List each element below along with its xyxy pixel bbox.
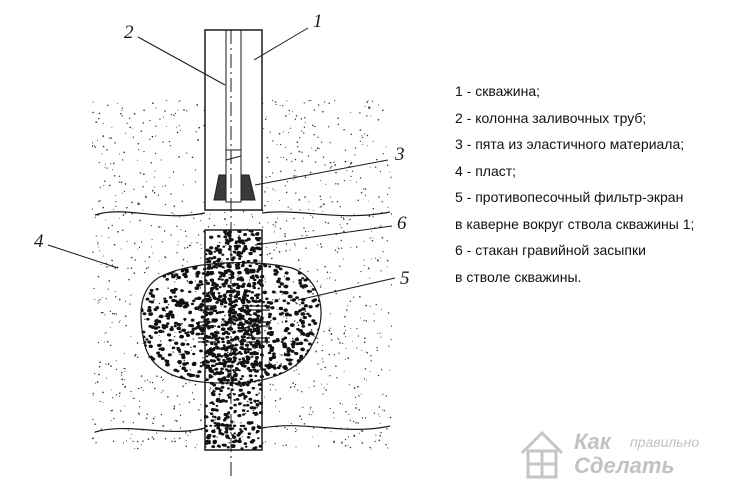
callout-5: 5 xyxy=(400,268,410,289)
legend-item-4: 4 - пласт; xyxy=(455,162,517,179)
legend-item-5: 5 - противопесочный фильтр-экран xyxy=(455,189,684,205)
leader-lines xyxy=(47,27,396,301)
watermark-word-kak: Как xyxy=(574,429,613,454)
callout-2: 2 xyxy=(124,22,134,43)
legend-item-6: 6 - стакан гравийной засыпки xyxy=(455,242,646,258)
callout-3: 3 xyxy=(394,144,405,165)
watermark-word-sdelat: Сделать xyxy=(574,453,675,478)
house-logo-icon xyxy=(520,430,564,479)
legend-item-3: 3 - пята из эластичного материала; xyxy=(455,136,685,152)
legend-item-5-continued: в каверне вокруг ствола скважины 1; xyxy=(455,215,695,232)
formation-sand-texture xyxy=(92,100,392,450)
pipe-seam xyxy=(225,155,242,161)
legend-item-2: 2 - колонна заливочных труб; xyxy=(455,109,647,126)
site-watermark: Как правильно Сделать xyxy=(520,429,699,479)
watermark-word-pravilno: правильно xyxy=(630,434,699,450)
well-bore-gravel-column xyxy=(204,229,263,451)
callout-6: 6 xyxy=(397,213,407,234)
callout-1: 1 xyxy=(313,11,323,32)
legend-item-1: 1 - скважина; xyxy=(455,83,541,99)
legend-item-6-continued: в стволе скважины. xyxy=(455,268,582,285)
callout-4: 4 xyxy=(34,231,44,252)
formation-boundary-upper xyxy=(94,211,391,217)
filter-perforations xyxy=(198,305,270,343)
pipe-shoe xyxy=(225,149,242,203)
legend: 1 - скважина; 2 - колонна заливочных тру… xyxy=(455,78,730,290)
cavern-outline xyxy=(140,261,322,384)
formation-boundary-lower xyxy=(94,425,391,433)
